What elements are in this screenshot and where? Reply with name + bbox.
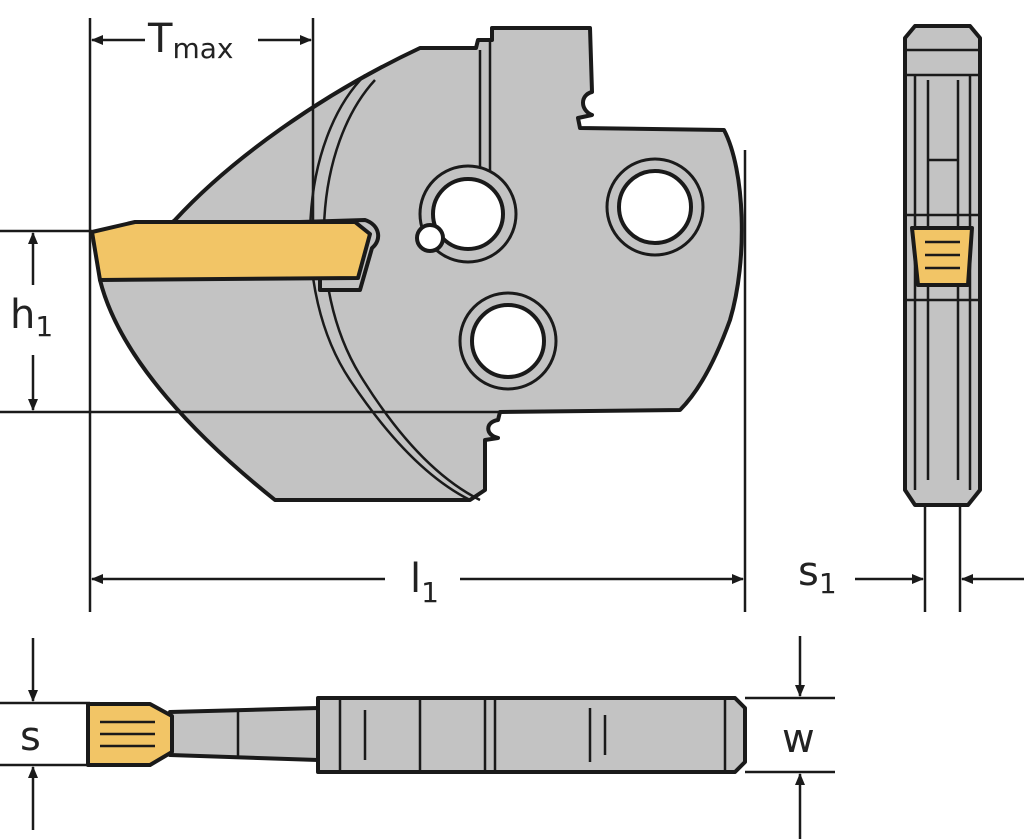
h1-label: h1: [10, 292, 53, 343]
blade-arc: [309, 74, 471, 502]
mount-hole-2: [470, 303, 546, 379]
key-hole: [415, 223, 445, 253]
clamp-hole: [431, 177, 505, 251]
tmax-label: Tmax: [147, 16, 233, 65]
top-shank: [168, 706, 320, 762]
top-view: [86, 696, 747, 774]
s1-label: s1: [798, 549, 837, 600]
blade-body: [98, 26, 744, 502]
l1-label: l1: [410, 556, 439, 609]
w-label: w: [782, 716, 815, 762]
side-insert: [910, 226, 974, 287]
top-detail: [236, 698, 727, 772]
s-label: s: [20, 714, 41, 760]
top-insert-lines: [100, 720, 155, 748]
dimensions: [0, 18, 835, 839]
blade-arc-inner: [322, 79, 481, 502]
cutting-insert: [90, 220, 372, 282]
mount-hole-1: [617, 169, 693, 245]
side-insert-lines: [925, 240, 960, 270]
top-body: [316, 696, 747, 774]
front-view: [90, 26, 744, 502]
clamp-slot: [478, 42, 492, 185]
side-view: [855, 24, 1024, 612]
